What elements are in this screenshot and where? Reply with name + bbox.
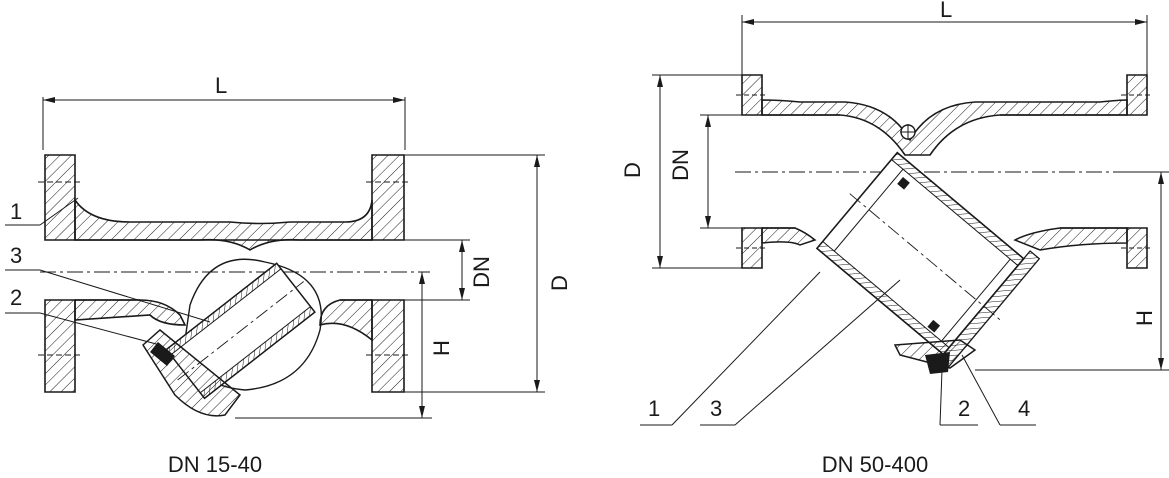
left-dimension-dn: DN: [372, 239, 494, 301]
left-l-label: L: [215, 73, 227, 98]
right-strainer-bowl: [815, 151, 1041, 371]
right-drain-plug: [925, 352, 950, 374]
left-gasket: [150, 342, 175, 366]
right-dimension-dn: DN: [668, 114, 762, 229]
left-inlet-flange: [44, 154, 76, 393]
right-body-top-wall: [761, 99, 1128, 156]
right-l-label: L: [940, 0, 952, 22]
left-h-label: H: [429, 340, 454, 356]
right-body-bottom-right: [1013, 227, 1128, 251]
left-dimension-l: L: [42, 73, 406, 150]
left-dn-label: DN: [469, 256, 494, 288]
left-callout-3: 3: [5, 243, 211, 323]
right-d-label: D: [620, 162, 645, 178]
left-callout-2: 2: [5, 285, 161, 346]
left-body-bottom-wall: [74, 299, 187, 326]
right-callout-2: 2: [939, 369, 978, 426]
right-outlet-flange: [371, 154, 405, 393]
right-callout-2-label: 2: [958, 396, 970, 421]
left-callout-3-label: 3: [10, 243, 22, 268]
left-caption: DN 15-40: [168, 452, 262, 477]
left-callout-2-label: 2: [10, 285, 22, 310]
left-body-top-wall: [74, 197, 373, 251]
left-d-label: D: [547, 275, 572, 291]
right-callout-4: 4: [961, 354, 1036, 426]
left-body-bottom-right: [319, 299, 373, 342]
right-callout-3-label: 3: [710, 396, 722, 421]
left-callout-1: 1: [5, 197, 79, 226]
right-dimension-l: L: [741, 0, 1148, 80]
right-caption: DN 50-400: [822, 452, 928, 477]
right-callout-3: 3: [700, 279, 901, 426]
left-strainer-drawing: L: [5, 73, 572, 477]
right-h-label: H: [1132, 310, 1157, 326]
right-inlet-flange: [741, 74, 763, 269]
right-callout-1: 1: [640, 271, 821, 426]
right-dimension-d: D: [620, 74, 742, 269]
left-dimension-d: D: [404, 154, 572, 393]
right-strainer-drawing: L: [620, 0, 1169, 477]
left-callout-1-label: 1: [10, 199, 22, 224]
right-dimension-h: H: [975, 171, 1169, 371]
right-callout-1-label: 1: [648, 396, 660, 421]
right-callout-4-label: 4: [1018, 396, 1030, 421]
left-dimension-h: H: [235, 272, 454, 419]
right-body-bottom-left: [761, 227, 817, 246]
right-dn-label: DN: [668, 149, 693, 181]
